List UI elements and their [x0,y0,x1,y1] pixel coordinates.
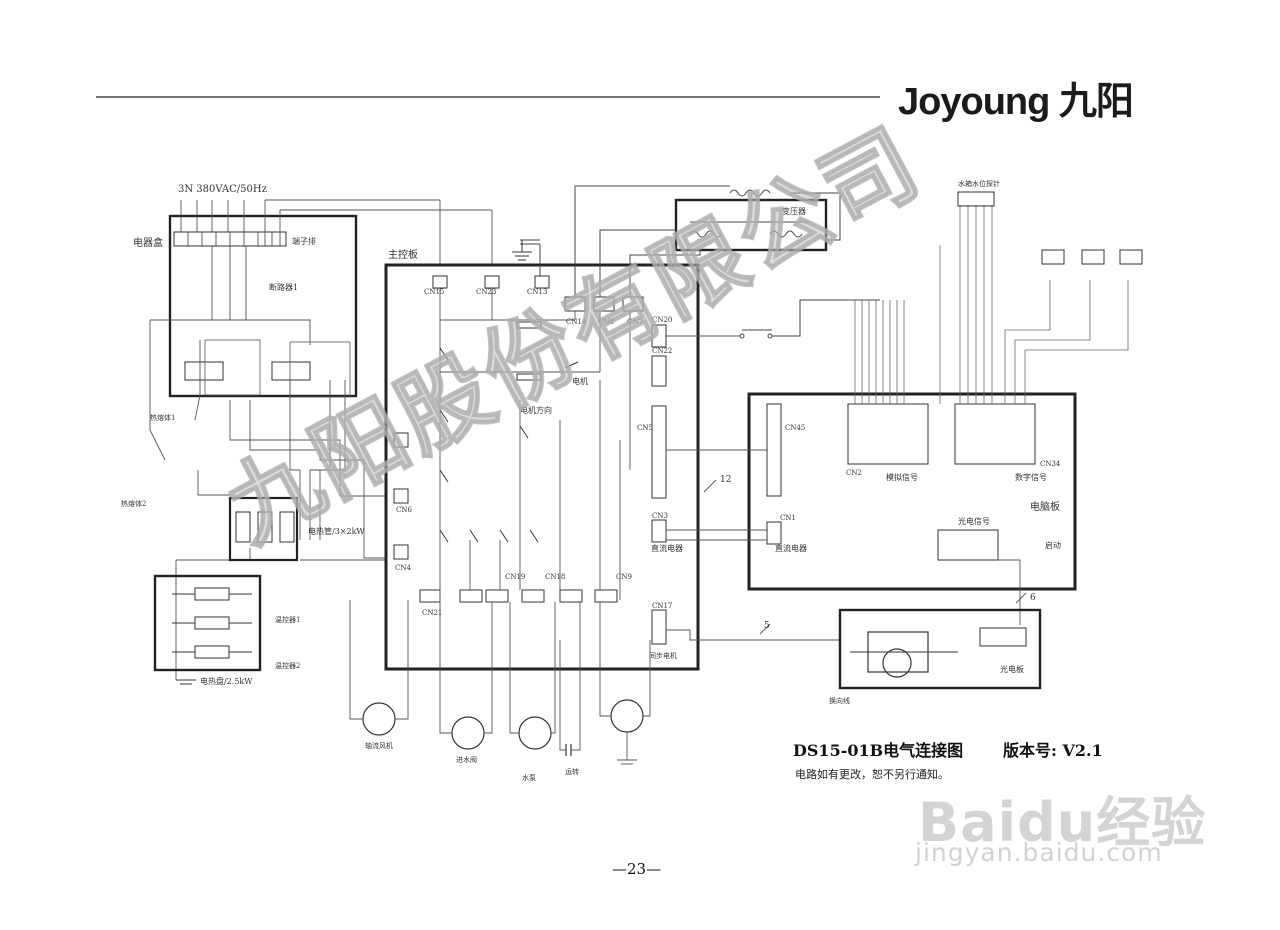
temp-ctrl-2-label: 温控器2 [275,661,300,670]
water-pump-symbol [518,716,552,750]
cn8-label: CN8 [598,318,614,326]
power-supply-label: 3N 380VAC/50Hz [178,184,267,195]
joyoung-logo: Joyoung 九阳 [898,81,1134,123]
water-level-probe-block [957,191,995,207]
cn45-label: CN45 [785,424,805,432]
contactor-b [271,361,311,381]
motor-symbol [610,699,644,733]
cn34-label: CN34 [1040,460,1061,468]
digital-signal-label: 数字信号 [1015,472,1047,482]
electrical-box-frame [168,214,358,398]
cn19-label: CN19 [505,573,525,581]
cn14-label: CN14 [566,318,587,326]
wire-count-6: 6 [1030,593,1036,603]
cn15-label: CN15 [424,288,444,296]
wire-count-5: 5 [764,621,770,631]
sync-motor-symbol [882,648,912,678]
start-label: 启动 [1045,540,1061,550]
cn4-label: CN4 [395,564,411,572]
fuse-2-label: 热熔体2 [121,499,146,508]
cn22-label: CN22 [652,347,672,355]
page-number: —23— [612,860,662,878]
cn3-label: CN3 [652,512,668,520]
electrical-box-label: 电器盒 [133,236,163,249]
cn21-label: CN21 [422,609,442,617]
cn17-label: CN17 [652,602,672,610]
cn13-label: CN13 [527,288,547,296]
transformer-label: 变压器 [782,206,806,216]
fan-label: 轴流风机 [365,741,393,750]
heating-tube-frame [228,496,299,562]
computer-board-frame [747,392,1077,591]
contactor-a-frame [204,339,261,396]
diagram-note: 电路如有更改，恕不另行通知。 [795,768,949,781]
sync-motor-label: 同步电机 [649,651,677,660]
motor-label: 电机 [572,376,588,386]
fan-symbol [362,702,396,736]
heating-plate-label: 电热盘/2.5kW [200,676,253,686]
diagram-version: 版本号: V2.1 [1003,741,1103,760]
inlet-valve-label: 进水阀 [456,755,477,764]
diagram-title: DS15-01B电气连接图 [793,741,964,760]
baidu-watermark: Baidu经验 [918,791,1207,854]
cn6-label: CN6 [396,506,412,514]
temp-ctrl-1-label: 温控器1 [275,615,300,624]
motor-direction-label: 电机方向 [520,405,552,415]
main-board-frame [384,263,700,671]
cn9-label: CN9 [616,573,632,581]
cn23-label: CN23 [476,288,496,296]
water-pump-label: 水泵 [522,773,536,782]
transformer-frame [674,198,828,252]
run-capacitor-label: 运转 [565,767,579,776]
cn7-label: CN7 [627,318,643,326]
contactor-b-frame [289,341,351,398]
terminal-block-label: 端子排 [292,236,316,246]
cn5-label: CN5 [637,424,653,432]
inlet-valve-symbol [451,716,485,750]
baidu-url-watermark: jingyan.baidu.com [915,838,1163,867]
cn2-label: CN2 [846,469,862,477]
cn20-label: CN20 [652,316,672,324]
computer-board-label: 电脑板 [1030,500,1060,513]
analog-signal-label: 模拟信号 [886,472,918,482]
cn18-label: CN18 [545,573,565,581]
contactor-a [184,361,224,381]
water-level-probe-label: 水箱水位探针 [958,179,1000,188]
fuse-1-label: 热熔体1 [150,413,175,422]
photo-board-label: 光电板 [1000,664,1024,674]
heating-plate-frame [153,574,262,672]
reversing-line-label: 换向线 [829,696,850,705]
photo-signal-label: 光电信号 [958,516,990,526]
cn1-label: CN1 [780,514,796,522]
main-board-label: 主控板 [388,248,418,261]
sync-motor-frame [838,608,1042,690]
wire-count-12: 12 [720,475,731,485]
contactor-1-label: 断路器1 [269,282,298,292]
dc-relay-2-label: 直流电器 [775,543,807,553]
dc-relay-1-label: 直流电器 [651,543,683,553]
heating-tube-label: 电热管/3×2kW [308,526,365,536]
